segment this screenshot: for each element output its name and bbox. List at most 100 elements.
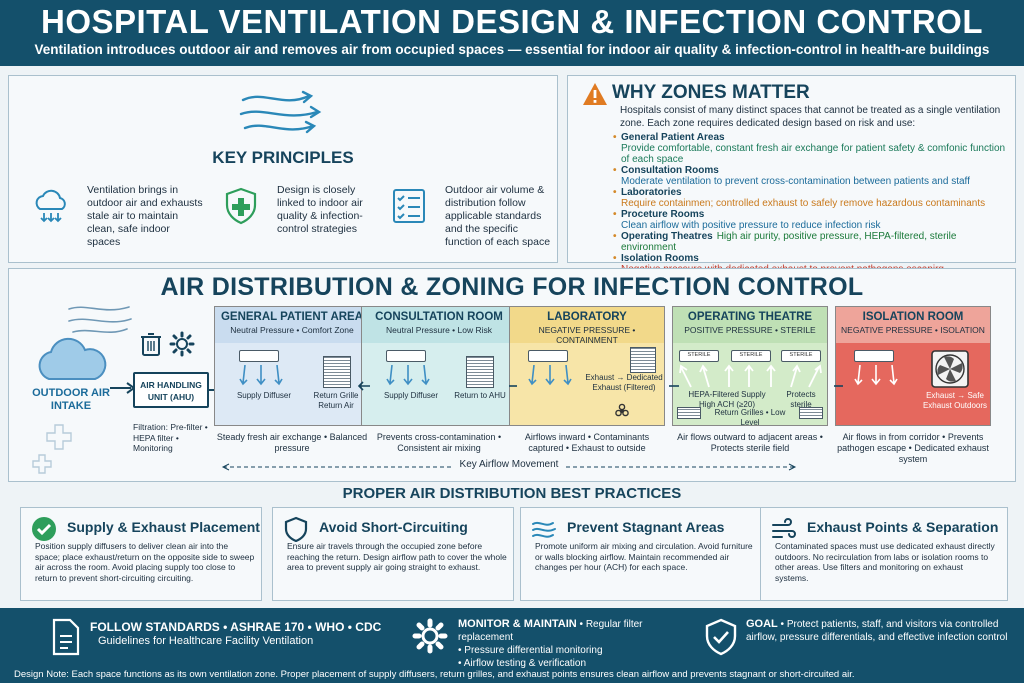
best-practice-card: Avoid Short-Circuiting Ensure air travel…	[272, 507, 514, 601]
intake-arrow	[110, 382, 135, 394]
key-principles-panel: KEY PRINCIPLES Ventilation brings in out…	[8, 75, 558, 263]
zone-name: CONSULTATION ROOM	[375, 311, 503, 323]
principle-text: Outdoor air volume & distribution follow…	[445, 184, 551, 248]
supply-diffuser-icon	[386, 350, 426, 362]
air-distribution-title: AIR DISTRIBUTION & ZONING FOR INFECTION …	[160, 273, 864, 301]
best-practices-title: PROPER AIR DISTRIBUTION BEST PRACTICES	[342, 485, 682, 502]
key-principles-title: KEY PRINCIPLES	[212, 148, 354, 167]
shield-cross-icon	[225, 187, 257, 225]
air-distribution-panel: AIR DISTRIBUTION & ZONING FOR INFECTION …	[8, 268, 1016, 482]
down-arrows	[528, 365, 572, 386]
zone-label: Protects sterile	[786, 390, 816, 409]
zone-name: OPERATING THEATRE	[687, 311, 813, 323]
goal-text: Protect patients, staff, and visitors vi…	[746, 619, 1008, 643]
hepa-diffuser-icon: STERILE	[781, 350, 821, 362]
cloud-icon	[38, 337, 107, 380]
medical-cross-decoration	[32, 424, 72, 474]
why-zones-panel: WHY ZONES MATTER Hospitals consist of ma…	[567, 75, 1016, 275]
zone-list-desc: Clean airflow with positive pressure to …	[621, 220, 881, 231]
goal-title: GOAL	[746, 618, 778, 630]
zone-laboratory: LABORATORY NEGATIVE PRESSURE • CONTAINME…	[509, 306, 665, 426]
best-practice-title: Prevent Stagnant Areas	[567, 519, 725, 535]
monitor-item: Regular filter replacement	[458, 619, 643, 643]
zone-caption: Airflows inward • Contaminants captured …	[524, 432, 650, 453]
zone-pressure: Neutral Pressure • Comfort Zone	[230, 325, 354, 335]
down-arrows	[854, 365, 898, 386]
return-grille-icon	[799, 407, 823, 419]
zone-header: CONSULTATION ROOM Neutral Pressure • Low…	[362, 307, 516, 343]
best-practice-title: Exhaust Points & Separation	[807, 519, 999, 535]
return-grille-icon	[677, 407, 701, 419]
hepa-diffuser-icon: STERILE	[679, 350, 719, 362]
why-zones-intro: Hospitals consist of many distinct space…	[620, 105, 1001, 129]
gear-icon	[169, 331, 195, 357]
airflow-arrows-icon	[239, 90, 322, 134]
zone-caption: Air flows in from corridor • Prevents pa…	[837, 432, 989, 464]
zone-label: Return Grille Return Air	[313, 391, 359, 410]
principle-text: Ventilation brings in outdoor air and ex…	[87, 184, 203, 248]
best-practice-card: Prevent Stagnant Areas Promote uniform a…	[520, 507, 762, 601]
key-airflow-text: Key Airflow Movement	[453, 459, 565, 470]
page-subtitle: Ventilation introduces outdoor air and r…	[34, 42, 990, 57]
best-practice-body: Ensure air travels through the occupied …	[287, 541, 507, 572]
zone-caption: Prevents cross-contamination • Consisten…	[376, 432, 502, 453]
monitor-title: MONITOR & MAINTAIN	[458, 618, 577, 630]
principle-item: Design is closely linked to indoor air q…	[221, 184, 381, 254]
zone-list-name: Consultation Rooms	[621, 165, 719, 176]
zone-connector-arrows	[357, 381, 843, 391]
monitor-item: Airflow testing & verification	[463, 658, 587, 669]
shield-check-icon	[705, 618, 737, 656]
wind-arrows-icon	[68, 306, 132, 333]
zone-label: Return to AHU	[454, 391, 506, 400]
zone-label: Supply Diffuser	[383, 391, 439, 400]
zone-list-desc: Require containmen; controlled exhaust t…	[621, 198, 986, 209]
zone-name: ISOLATION ROOM	[862, 311, 964, 323]
outdoor-air-label: OUTDOOR AIR INTAKE	[32, 387, 110, 412]
zone-header: GENERAL PATIENT AREA Neutral Pressure • …	[215, 307, 369, 343]
zone-header: OPERATING THEATRE POSITIVE PRESSURE • ST…	[673, 307, 827, 343]
zone-label: Exhaust → Safe Exhaust Outdoors	[922, 391, 988, 410]
zone-caption: Steady fresh air exchange • Balanced pre…	[216, 432, 368, 453]
hepa-diffuser-icon: STERILE	[731, 350, 771, 362]
zone-name: GENERAL PATIENT AREA	[220, 311, 364, 323]
zone-list-name: Operating Theatres	[621, 231, 713, 242]
ahu-filtration-text: Filtration: Pre-filter • HEPA filter • M…	[133, 422, 208, 453]
principle-item: Outdoor air volume & distribution follow…	[389, 184, 557, 254]
shield-icon	[284, 516, 308, 542]
key-airflow-line	[221, 463, 797, 471]
zone-list-name: Laboratories	[621, 187, 682, 198]
monitor-item: Pressure differential monitoring	[464, 645, 603, 656]
exhaust-grille-icon	[630, 347, 656, 373]
biohazard-icon	[615, 403, 629, 417]
standards-block: FOLLOW STANDARDS • ASHRAE 170 • WHO • CD…	[90, 620, 390, 648]
zone-label: Return Grilles • Low Level	[714, 408, 786, 427]
zone-general-patient-area: GENERAL PATIENT AREA Neutral Pressure • …	[214, 306, 370, 426]
air-handling-unit: AIR HANDLING UNIT (AHU)	[133, 372, 209, 408]
return-grille-icon	[323, 356, 351, 388]
zone-list-name: Proceture Rooms	[621, 209, 705, 220]
zone-label: Exhaust → Dedicated Exhaust (Filtered)	[585, 373, 663, 392]
principle-item: Ventilation brings in outdoor air and ex…	[31, 184, 203, 254]
supply-diffuser-icon	[528, 350, 568, 362]
page-title: HOSPITAL VENTILATION DESIGN & INFECTION …	[40, 3, 983, 40]
checklist-icon	[393, 189, 425, 223]
why-zones-title: WHY ZONES MATTER	[612, 82, 810, 103]
zone-list-name: Isolation Rooms	[621, 253, 699, 264]
warning-icon	[583, 83, 607, 105]
best-practice-card: Exhaust Points & Separation Contaminated…	[760, 507, 1008, 601]
filter-bin-icon	[141, 333, 161, 356]
standards-subtitle: Guidelines for Healthcare Facility Venti…	[98, 635, 314, 647]
zone-pressure: NEGATIVE PRESSURE • ISOLATION	[841, 325, 985, 335]
best-practice-body: Promote uniform air mixing and circulati…	[535, 541, 753, 572]
zone-label: HEPA-Filtered Supply High ACH (≥20)	[688, 390, 766, 409]
goal-block: GOAL • Protect patients, staff, and visi…	[746, 618, 1008, 643]
return-grille-icon	[466, 356, 494, 388]
supply-diffuser-icon	[854, 350, 894, 362]
key-airflow-label: Key Airflow Movement	[219, 459, 799, 470]
